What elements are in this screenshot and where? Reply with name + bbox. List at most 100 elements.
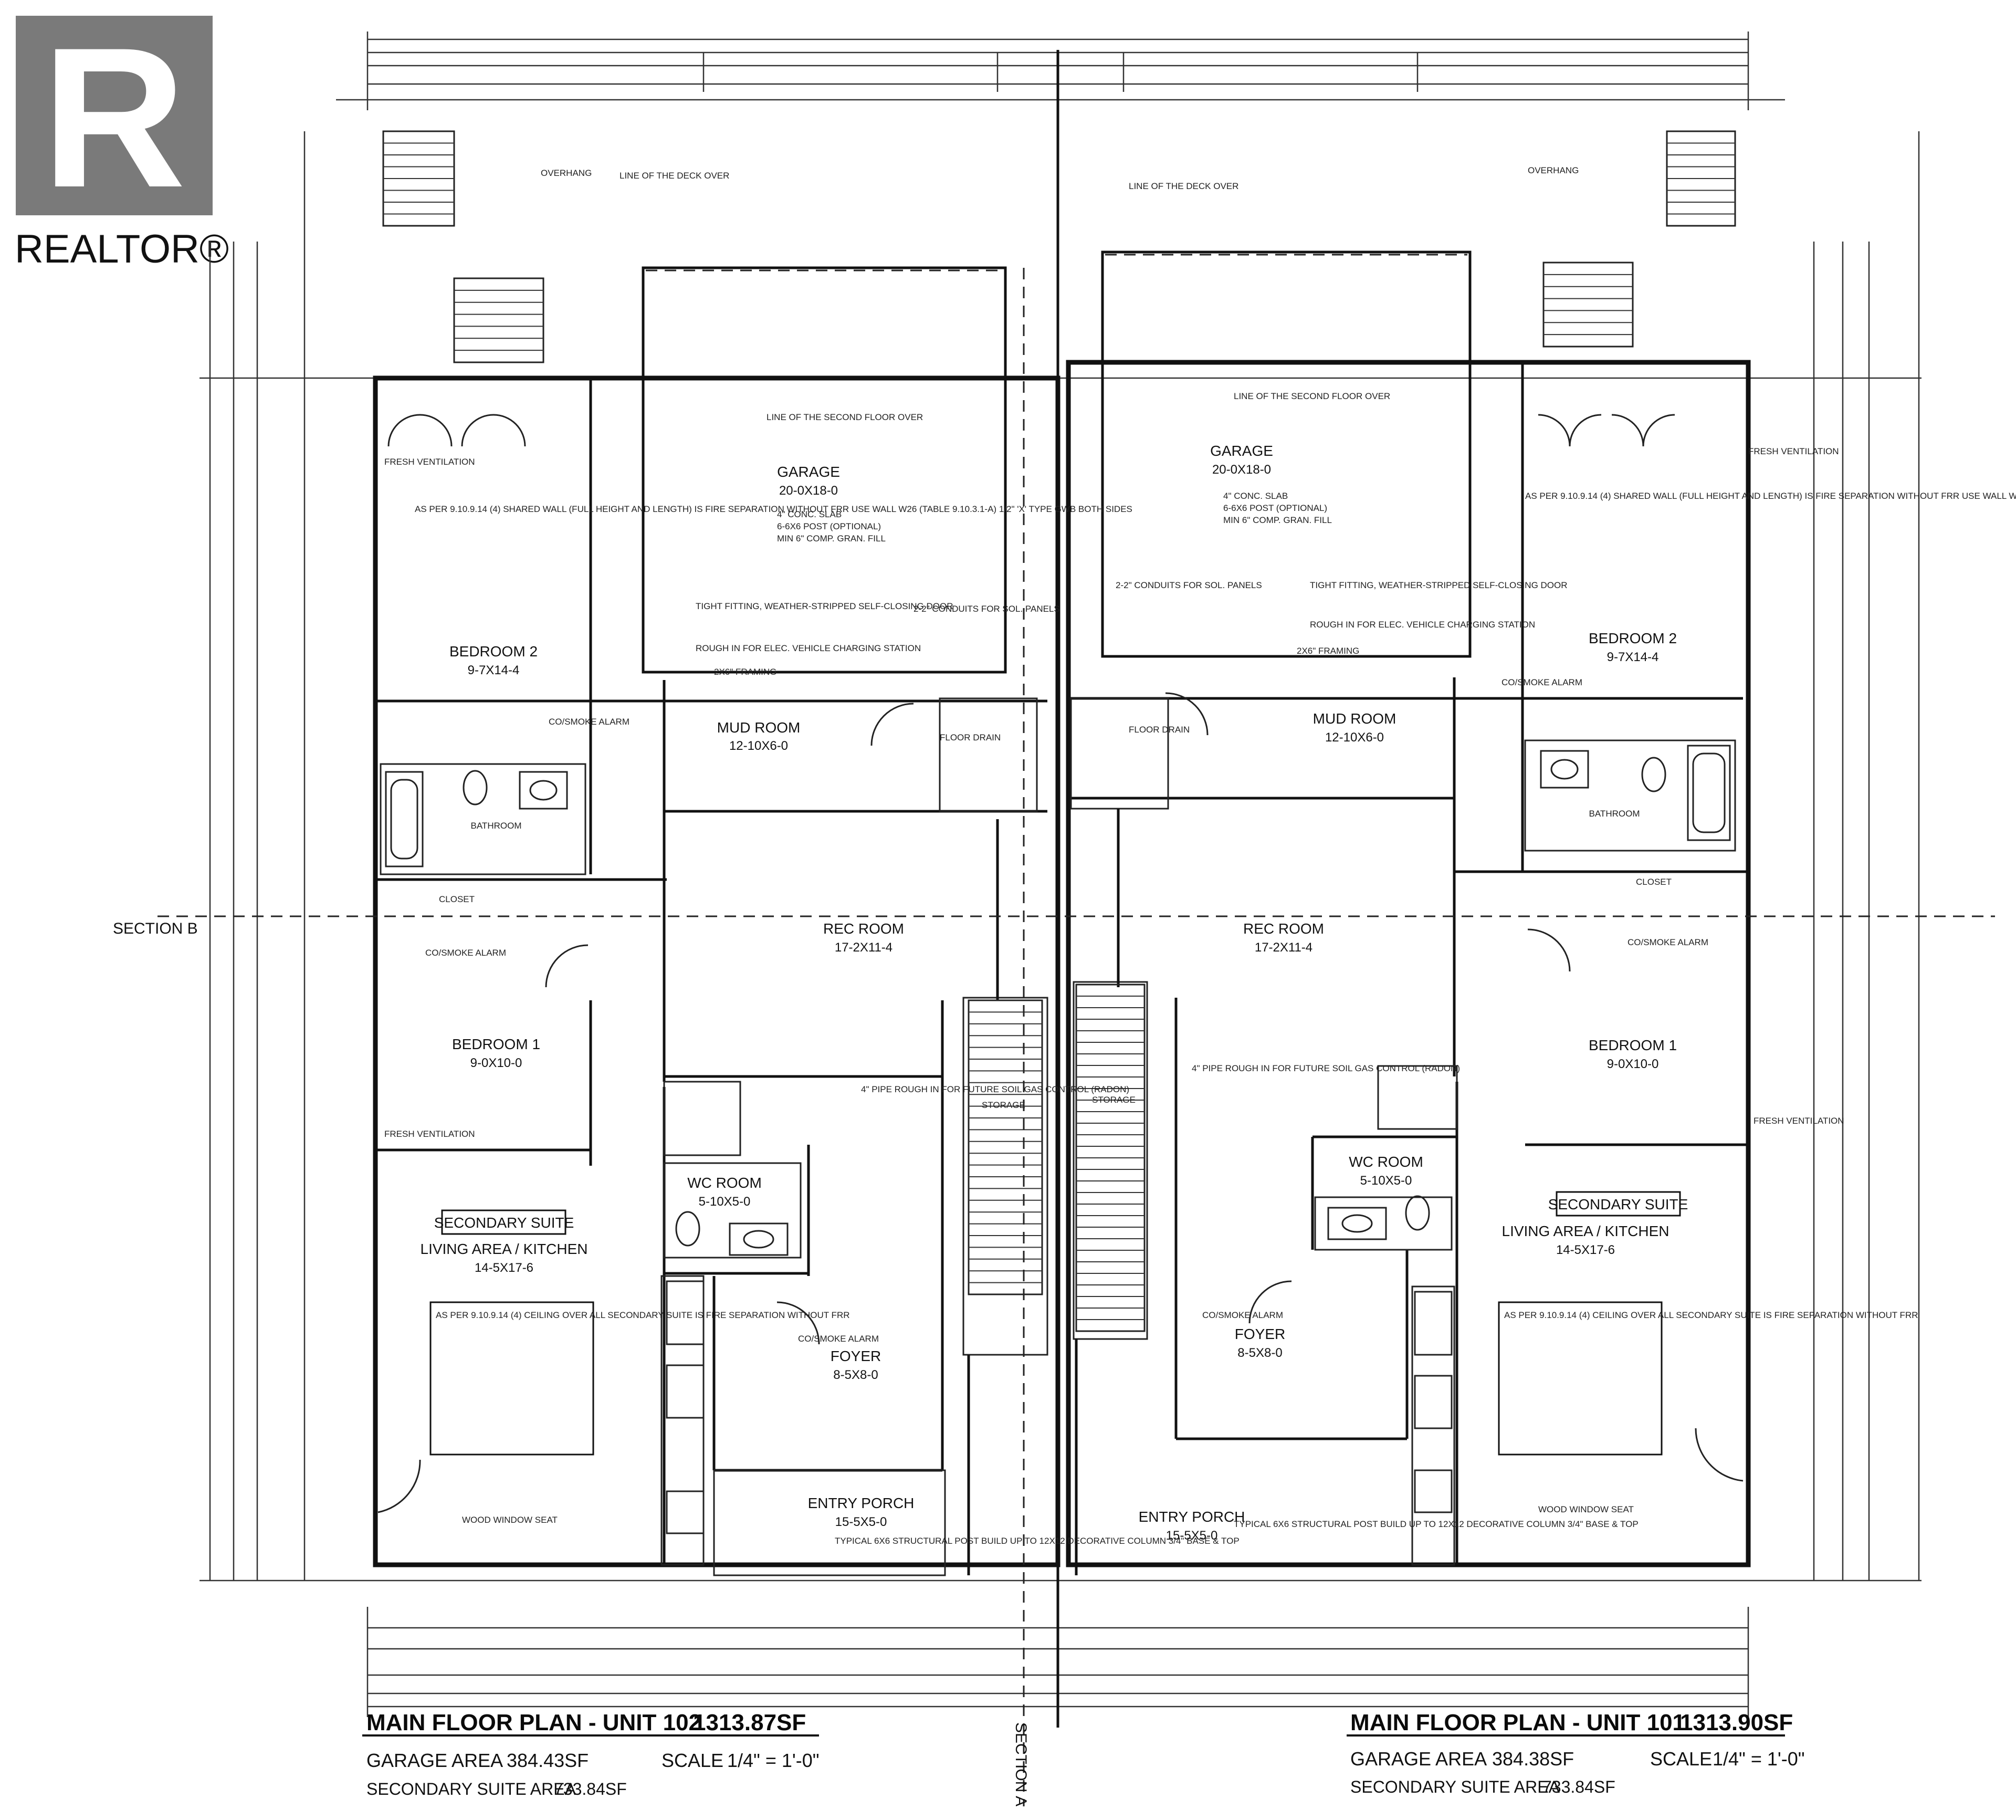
ev-note: ROUGH IN FOR ELEC. VEHICLE CHARGING STAT… <box>696 643 921 653</box>
bedroom2-dims: 9-7X14-4 <box>468 663 520 677</box>
living-dims: 14-5X17-6 <box>1556 1243 1615 1257</box>
floor-drain-note: FLOOR DRAIN <box>940 733 1001 742</box>
entry-porch-label: ENTRY PORCH <box>808 1495 915 1511</box>
typical-post-note: TYPICAL 6X6 STRUCTURAL POST BUILD UP TO … <box>835 1536 1240 1546</box>
garage-area-label: GARAGE AREA <box>366 1750 503 1771</box>
bedroom1-dims: 9-0X10-0 <box>1607 1057 1659 1071</box>
foyer-label: FOYER <box>1235 1326 1285 1342</box>
fixtures <box>385 745 1731 1534</box>
rec-room-dims: 17-2X11-4 <box>835 940 892 955</box>
window-seat-note: WOOD WINDOW SEAT <box>1538 1504 1634 1514</box>
fill-note: MIN 6" COMP. GRAN. FILL <box>777 534 886 543</box>
bathroom-label: BATHROOM <box>471 821 522 831</box>
scale-value: 1/4" = 1'-0" <box>727 1750 820 1771</box>
second-floor-line-note: LINE OF THE SECOND FLOOR OVER <box>1234 391 1390 401</box>
deck-line-note: LINE OF THE DECK OVER <box>620 171 729 181</box>
scale-value: 1/4" = 1'-0" <box>1713 1748 1805 1770</box>
stair-treads <box>383 142 1735 1320</box>
section-b-label: SECTION B <box>113 920 198 937</box>
smoke-alarm-note: CO/SMOKE ALARM <box>1628 937 1708 947</box>
garage-label: GARAGE <box>777 464 840 480</box>
slab-note: 4" CONC. SLAB <box>777 509 842 519</box>
suite-note: AS PER 9.10.9.14 (4) CEILING OVER ALL SE… <box>1504 1310 1918 1320</box>
radon-note: 4" PIPE ROUGH IN FOR FUTURE SOIL GAS CON… <box>861 1084 1129 1094</box>
plan-title: MAIN FLOOR PLAN - UNIT 102 <box>366 1710 701 1735</box>
scale-label: SCALE <box>1650 1748 1712 1770</box>
mud-room-label: MUD ROOM <box>717 719 801 736</box>
logo-square-icon <box>16 16 213 215</box>
fire-note: AS PER 9.10.9.14 (4) SHARED WALL (FULL H… <box>1525 491 2016 501</box>
entry-porch-dims: 15-5X5-0 <box>1166 1529 1218 1543</box>
post-note: 6-6X6 POST (OPTIONAL) <box>777 521 881 531</box>
vent-note: FRESH VENTILATION <box>1748 446 1839 456</box>
wc-room-label: WC ROOM <box>1349 1154 1423 1170</box>
garage-dims: 20-0X18-0 <box>1212 463 1271 477</box>
total-area: 1313.90SF <box>1680 1710 1793 1735</box>
framing-note: 2X6" FRAMING <box>714 667 776 677</box>
secondary-suite-label: SECONDARY SUITE <box>434 1215 574 1231</box>
smoke-alarm-note: CO/SMOKE ALARM <box>798 1334 879 1344</box>
bedroom2-label: BEDROOM 2 <box>1589 630 1677 646</box>
garage-dims: 20-0X18-0 <box>779 484 838 498</box>
typical-post-note: TYPICAL 6X6 STRUCTURAL POST BUILD UP TO … <box>1234 1519 1639 1529</box>
deck-line-note: LINE OF THE DECK OVER <box>1129 181 1238 191</box>
mud-room-dims: 12-10X6-0 <box>729 739 788 753</box>
logo-letter: R <box>42 6 186 229</box>
garage-area-value: 384.43SF <box>507 1750 589 1771</box>
smoke-alarm-note: CO/SMOKE ALARM <box>1502 677 1582 687</box>
garage-label: GARAGE <box>1210 443 1273 459</box>
living-label: LIVING AREA / KITCHEN <box>421 1241 588 1257</box>
foyer-dims: 8-5X8-0 <box>1237 1346 1282 1360</box>
suite-note: AS PER 9.10.9.14 (4) CEILING OVER ALL SE… <box>436 1310 850 1320</box>
logo-word: REALTOR® <box>15 227 229 271</box>
fill-note: MIN 6" COMP. GRAN. FILL <box>1223 515 1332 525</box>
plan-notes: LINE OF THE SECOND FLOOR OVER LINE OF TH… <box>384 165 2016 1546</box>
left-room-labels: GARAGE 20-0X18-0 MUD ROOM 12-10X6-0 REC … <box>421 464 915 1529</box>
rec-room-dims: 17-2X11-4 <box>1255 940 1312 955</box>
rec-room-label: REC ROOM <box>823 921 904 937</box>
secondary-suite-label: SECONDARY SUITE <box>1548 1196 1688 1212</box>
total-area: 1313.87SF <box>693 1710 806 1735</box>
mud-room-label: MUD ROOM <box>1313 710 1396 727</box>
conduits-note: 2-2" CONDUITS FOR SOL. PANELS <box>914 604 1060 614</box>
entry-porch-dims: 15-5X5-0 <box>835 1515 887 1529</box>
wc-room-dims: 5-10X5-0 <box>699 1195 751 1209</box>
mud-room-dims: 12-10X6-0 <box>1325 730 1384 745</box>
entry-porch-label: ENTRY PORCH <box>1139 1509 1245 1525</box>
garage-area-value: 384.38SF <box>1492 1748 1574 1770</box>
scale-label: SCALE <box>662 1750 723 1771</box>
vent-note: FRESH VENTILATION <box>1754 1116 1844 1126</box>
wc-room-label: WC ROOM <box>687 1175 762 1191</box>
overhang-note: OVERHANG <box>1528 165 1579 175</box>
garage-area-label: GARAGE AREA <box>1350 1748 1487 1770</box>
side-dimension-lines <box>200 131 1922 1582</box>
title-block-right: MAIN FLOOR PLAN - UNIT 101 1313.90SF GAR… <box>1347 1710 1805 1796</box>
door-swings <box>377 414 1744 1513</box>
suite-area-value: 733.84SF <box>1542 1777 1615 1796</box>
bedroom2-label: BEDROOM 2 <box>449 643 538 660</box>
wc-room-dims: 5-10X5-0 <box>1360 1174 1412 1188</box>
right-unit-walls <box>1066 250 1751 1575</box>
foyer-dims: 8-5X8-0 <box>833 1368 878 1382</box>
title-block-left: MAIN FLOOR PLAN - UNIT 102 1313.87SF GAR… <box>362 1710 820 1798</box>
framing-note: 2X6" FRAMING <box>1297 646 1359 656</box>
suite-area-value: 733.84SF <box>554 1780 627 1798</box>
rec-room-label: REC ROOM <box>1243 921 1324 937</box>
conduits-note: 2-2" CONDUITS FOR SOL. PANELS <box>1116 580 1262 590</box>
window-seat-note: WOOD WINDOW SEAT <box>462 1515 558 1525</box>
bedroom1-dims: 9-0X10-0 <box>470 1056 522 1070</box>
section-a-label: SECTION A <box>1012 1722 1030 1806</box>
living-label: LIVING AREA / KITCHEN <box>1502 1223 1670 1239</box>
suite-area-label: SECONDARY SUITE AREA <box>1350 1777 1560 1796</box>
slab-note: 4" CONC. SLAB <box>1223 491 1288 501</box>
self-closing-note: TIGHT FITTING, WEATHER-STRIPPED SELF-CLO… <box>696 601 953 611</box>
living-dims: 14-5X17-6 <box>475 1261 533 1275</box>
left-unit-walls <box>373 266 1060 1576</box>
foyer-label: FOYER <box>831 1348 881 1364</box>
overhang-note: OVERHANG <box>541 168 592 178</box>
bedroom1-label: BEDROOM 1 <box>1589 1037 1677 1053</box>
second-floor-line-note: LINE OF THE SECOND FLOOR OVER <box>766 412 923 422</box>
vent-note: FRESH VENTILATION <box>384 457 475 467</box>
vent-note: FRESH VENTILATION <box>384 1129 475 1139</box>
